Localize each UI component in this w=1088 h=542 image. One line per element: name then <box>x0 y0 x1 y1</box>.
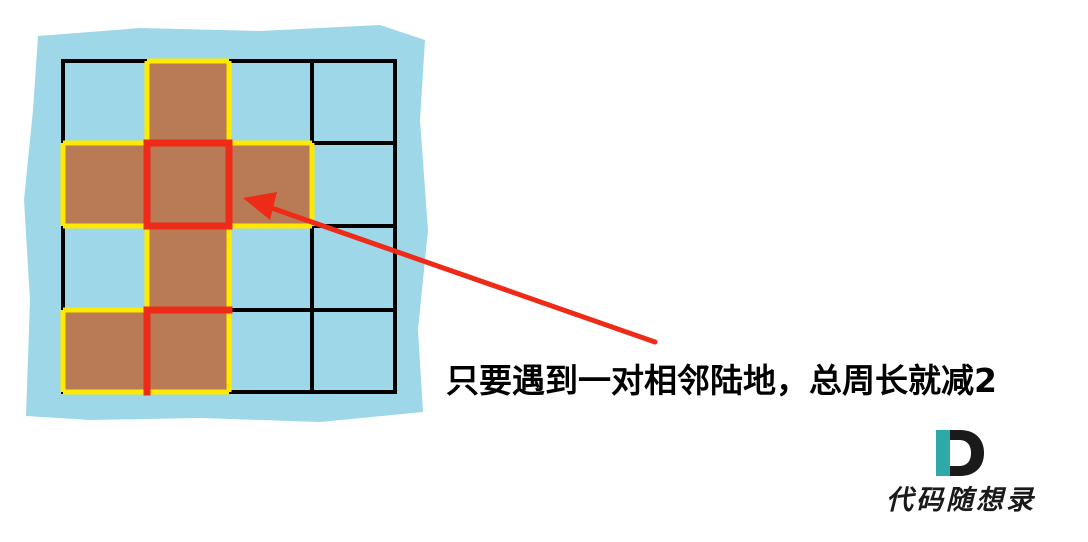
island-edges <box>60 58 315 396</box>
logo-text: 代码随想录 <box>886 485 1036 516</box>
annotation-text: 只要遇到一对相邻陆地，总周长就减2 <box>446 361 997 400</box>
pointer-arrow <box>243 192 658 345</box>
logo-d-icon <box>936 430 984 476</box>
arrow-shaft <box>263 203 658 345</box>
land-cell <box>147 143 229 226</box>
logo-d-stem-icon <box>936 430 950 476</box>
water-cell <box>312 143 395 226</box>
water-cell <box>312 226 395 310</box>
land-cell <box>63 310 147 392</box>
land-cell <box>147 310 229 392</box>
water-cell <box>63 226 147 310</box>
land-cell <box>147 61 229 143</box>
logo-d-bowl-icon <box>950 430 984 476</box>
arrow-head <box>243 192 277 220</box>
water-cell <box>229 226 312 310</box>
water-cell <box>312 61 395 143</box>
water-cell <box>229 61 312 143</box>
land-cell <box>63 143 147 226</box>
grid-cells <box>63 61 395 392</box>
water-cell <box>229 310 312 392</box>
water-cell <box>312 310 395 392</box>
water-cell <box>63 61 147 143</box>
land-cell <box>147 226 229 310</box>
